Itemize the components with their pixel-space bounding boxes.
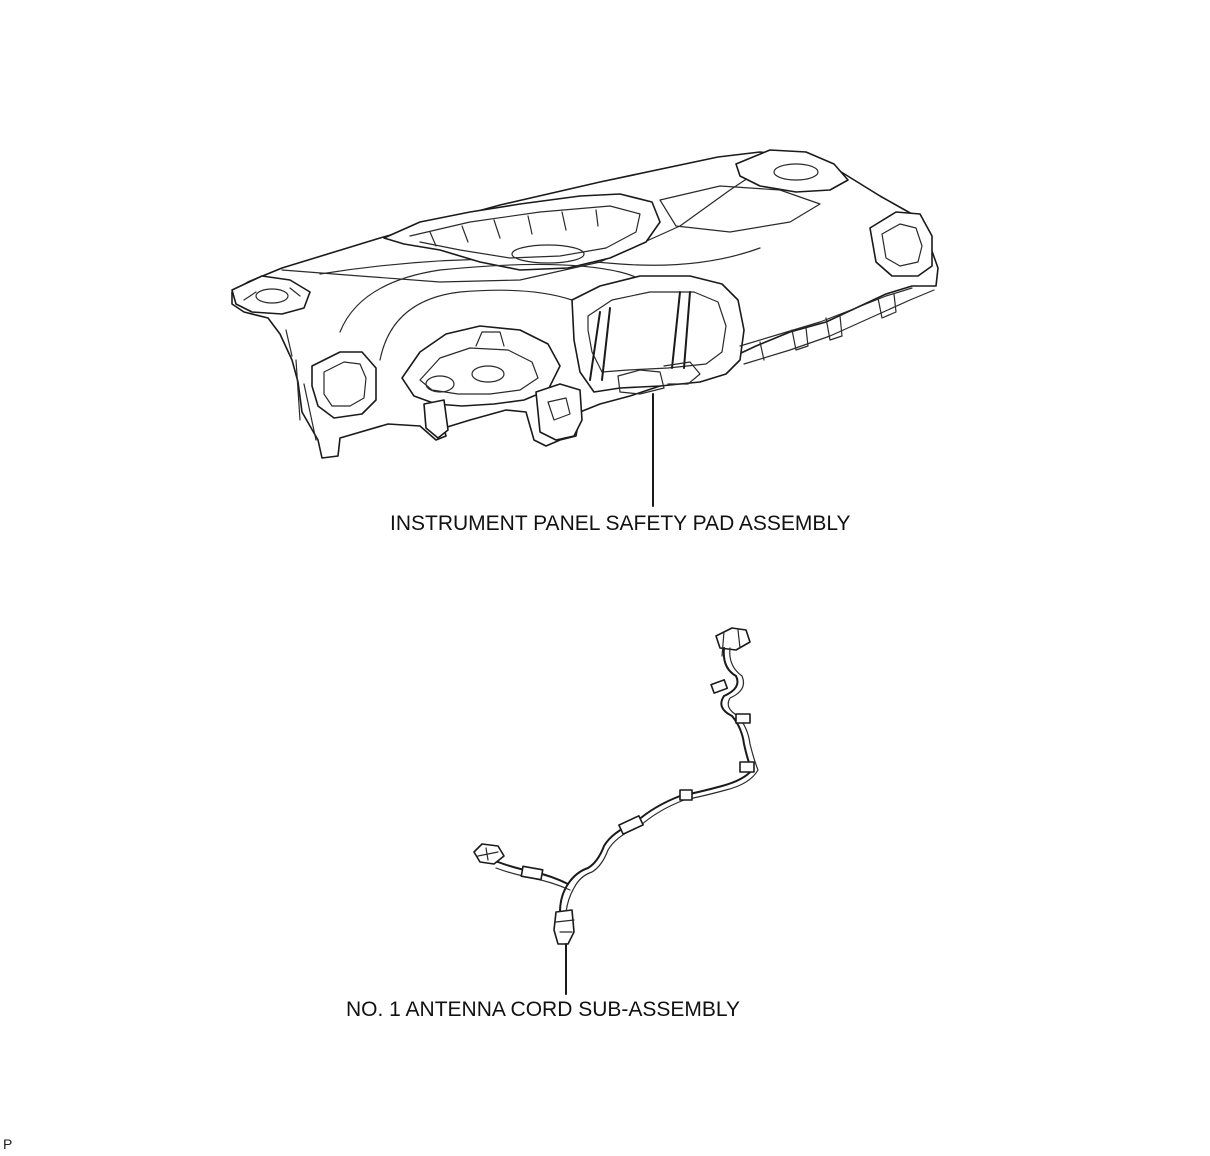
center-stack-frame bbox=[571, 275, 745, 393]
meter-mount-tab bbox=[475, 331, 505, 347]
right-top-speaker-frame bbox=[735, 149, 849, 193]
instrument-panel-safety-pad-drawing bbox=[231, 149, 939, 459]
center-recess-slats bbox=[429, 209, 599, 247]
right-end-vent-inner bbox=[881, 223, 923, 267]
cord-top-connector-detail bbox=[721, 629, 741, 657]
cord-bottom-connector bbox=[553, 909, 575, 945]
stack-bracket-lower bbox=[617, 369, 665, 395]
stack-bracket-lower-2 bbox=[663, 361, 701, 385]
meter-hood-arc-inner bbox=[379, 289, 573, 361]
lower-bracket-center-hole bbox=[547, 397, 571, 421]
cord-main-run-inner bbox=[565, 647, 759, 913]
antenna-cord-label: NO. 1 ANTENNA CORD SUB-ASSEMBLY bbox=[346, 998, 741, 1021]
cord-clip-1 bbox=[710, 679, 729, 694]
cord-left-end-bracket-detail bbox=[477, 847, 499, 861]
stack-brace-right bbox=[671, 291, 691, 369]
right-brackets bbox=[759, 293, 897, 361]
lower-bracket-center bbox=[535, 383, 583, 441]
left-end-cap-vent bbox=[255, 288, 289, 304]
pad-top-crease bbox=[281, 169, 761, 283]
stack-brace-left bbox=[589, 307, 611, 381]
center-upper-recess-inner bbox=[409, 205, 641, 259]
left-skirt-ribs bbox=[285, 329, 317, 441]
cord-sleeve bbox=[618, 815, 644, 835]
left-vent-frame bbox=[311, 351, 377, 419]
center-speaker-opening bbox=[511, 244, 585, 264]
cord-main-run bbox=[559, 647, 753, 913]
meter-gauge-right bbox=[471, 365, 505, 383]
meter-gauge-left bbox=[425, 375, 455, 393]
meter-opening-inner bbox=[419, 347, 539, 395]
antenna-cord-drawing bbox=[473, 627, 759, 945]
passenger-airbag-door bbox=[659, 185, 821, 233]
cord-top-connector bbox=[715, 627, 751, 651]
left-end-cap-detail bbox=[243, 287, 301, 301]
cord-clip-3 bbox=[739, 761, 755, 773]
right-lower-edge-2 bbox=[743, 289, 935, 365]
lower-bracket-left bbox=[423, 399, 449, 439]
cord-left-clip bbox=[520, 865, 544, 881]
instrument-panel-safety-pad-label: INSTRUMENT PANEL SAFETY PAD ASSEMBLY bbox=[390, 512, 851, 535]
cord-clip-4 bbox=[679, 789, 693, 801]
right-top-speaker bbox=[773, 163, 819, 181]
right-lower-edge bbox=[739, 287, 913, 347]
left-vent-inner bbox=[323, 361, 367, 407]
corner-mark: P bbox=[3, 1136, 13, 1152]
left-end-cap bbox=[231, 275, 311, 315]
cord-bottom-connector-detail bbox=[555, 919, 575, 933]
cord-clip-2 bbox=[735, 713, 751, 724]
